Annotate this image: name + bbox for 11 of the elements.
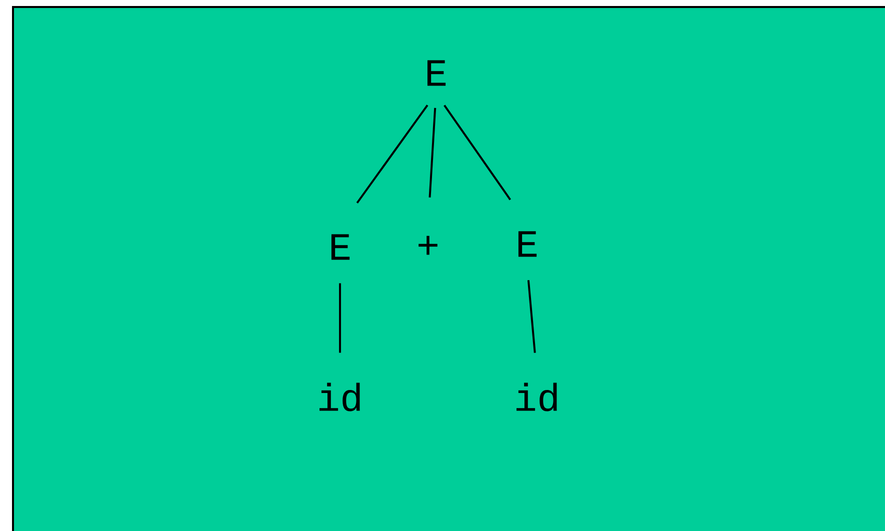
tree-edge xyxy=(527,280,536,353)
tree-node-label: id xyxy=(516,382,557,412)
tree-node-label: id xyxy=(320,382,360,412)
tree-node-label: E xyxy=(331,234,350,260)
tree-node-label: + xyxy=(418,236,438,255)
tree-edge xyxy=(428,108,436,198)
tree-node-label: E xyxy=(518,231,537,257)
tree-edge xyxy=(444,104,512,200)
tree-node-label: E xyxy=(427,60,446,86)
tree-edge xyxy=(356,104,428,204)
tree-edge xyxy=(339,283,341,353)
